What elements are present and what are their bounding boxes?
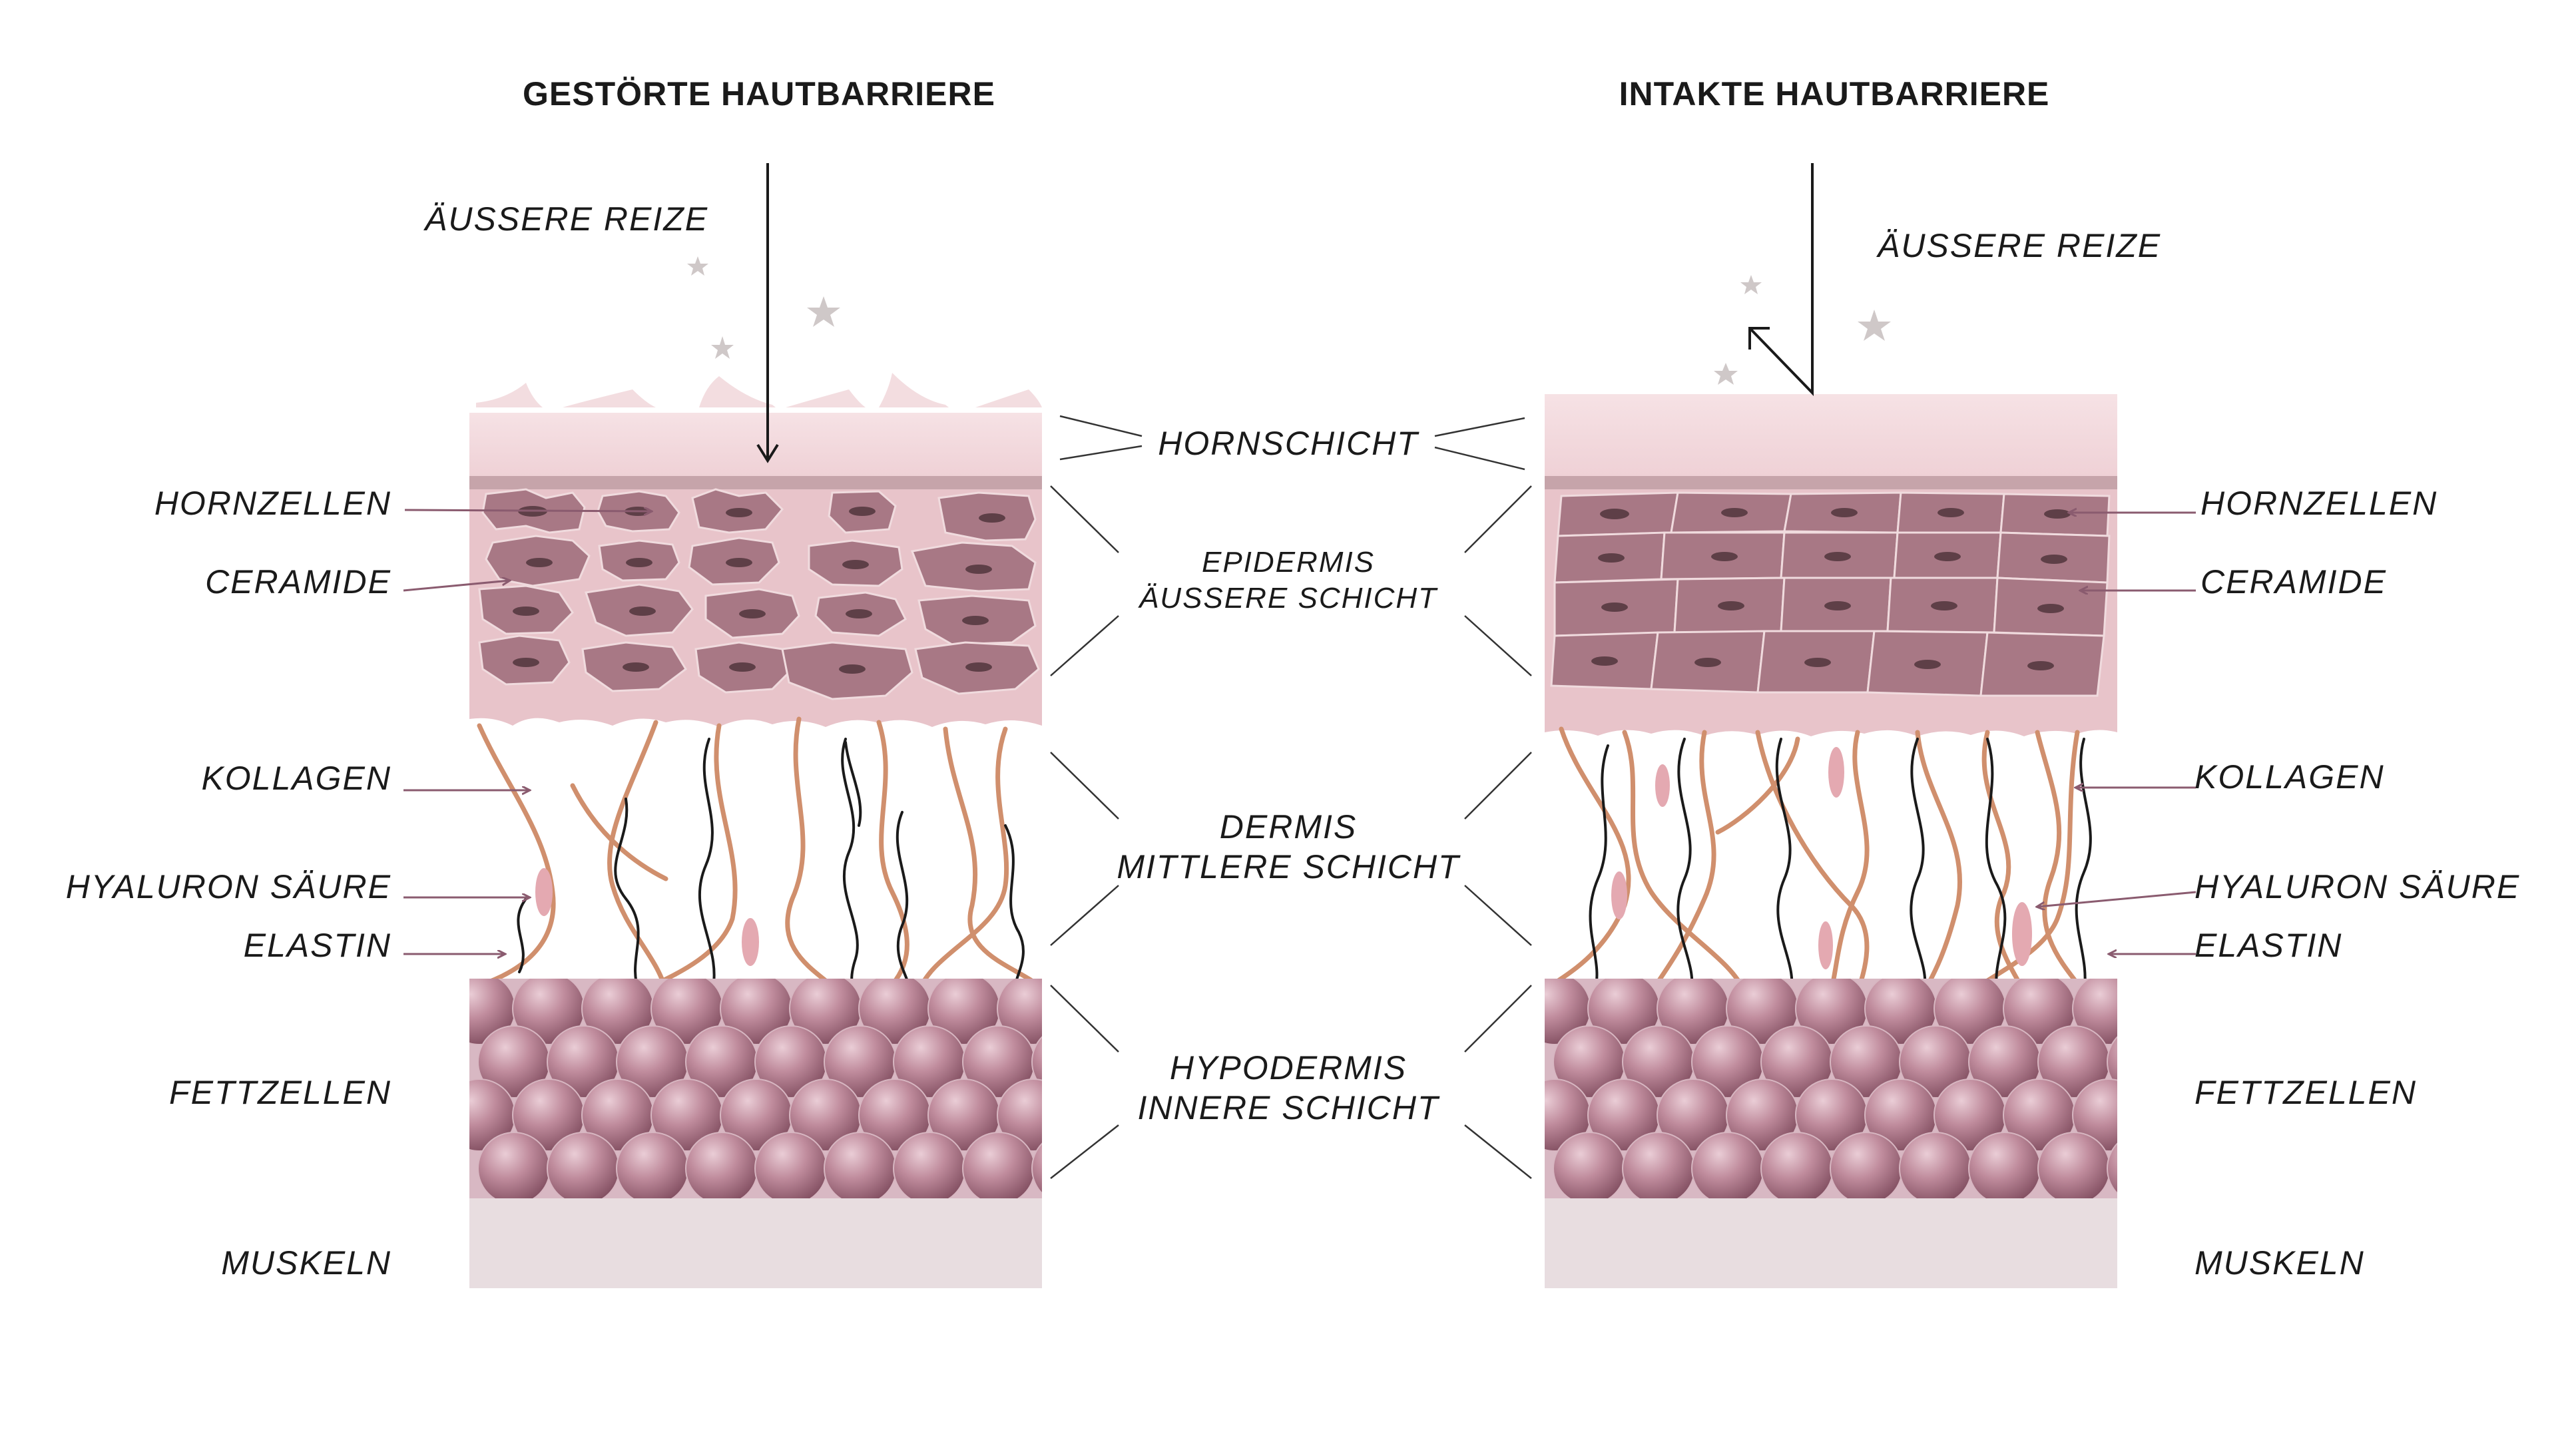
title-disturbed-barrier: GESTÖRTE HAUTBARRIERE <box>523 75 995 113</box>
fat-cell <box>1553 1132 1626 1198</box>
fat-cell <box>477 1132 551 1198</box>
label-hornschicht: HORNSCHICHT <box>1158 425 1419 462</box>
muscle-right <box>1545 1198 2117 1288</box>
stimulus-arrow-left <box>756 163 779 463</box>
fat-cell <box>1830 1132 1903 1198</box>
horn-layer-right <box>1545 394 2117 476</box>
collagen-fibers-left <box>477 716 1041 995</box>
fat-cell <box>2107 1036 2117 1088</box>
fat-cell <box>893 1132 966 1198</box>
label-kollagen-right: KOLLAGEN <box>2194 758 2385 796</box>
label-fettzellen-left: FETTZELLEN <box>169 1074 391 1111</box>
horn-cells-right <box>1550 491 2111 697</box>
fat-cell <box>1691 1132 1764 1198</box>
fat-cells-right <box>1545 979 2117 1198</box>
fat-cell <box>2107 1142 2117 1194</box>
fat-cell <box>1031 1142 1042 1194</box>
hyaluron-left <box>535 868 759 966</box>
title-intact-barrier: INTAKTE HAUTBARRIERE <box>1619 75 2050 113</box>
label-hyaluron-right: HYALURON SÄURE <box>2194 868 2521 905</box>
cell-nuclei-left <box>513 506 1005 674</box>
label-dermis-line1: DERMIS <box>1219 808 1358 845</box>
collagen-fibers-right <box>1549 726 2087 995</box>
label-fettzellen-right: FETTZELLEN <box>2194 1074 2417 1111</box>
fat-cell <box>616 1132 689 1198</box>
label-epidermis: EPIDERMIS ÄUSSERE SCHICHT <box>1139 545 1437 616</box>
intact-barrier-panel <box>1545 163 2117 1288</box>
stimulus-label-left: ÄUSSERE REIZE <box>425 200 709 238</box>
fat-cells-left <box>469 979 1042 1198</box>
stimulus-label-right: ÄUSSERE REIZE <box>1878 227 2162 264</box>
irritant-particles-right <box>1714 275 1891 385</box>
label-elastin-left: ELASTIN <box>243 927 391 964</box>
label-ceramide-right: CERAMIDE <box>2200 563 2387 600</box>
fat-cell <box>824 1132 897 1198</box>
fat-cell <box>547 1132 620 1198</box>
label-hyaluron-left: HYALURON SÄURE <box>65 868 391 905</box>
horn-layer-left <box>469 413 1042 476</box>
disturbed-barrier-panel <box>469 163 1042 1288</box>
label-hypodermis-line1: HYPODERMIS <box>1169 1049 1408 1086</box>
label-muskeln-right: MUSKELN <box>2194 1244 2365 1282</box>
hyaluron-right <box>1611 747 2032 969</box>
fat-cell <box>2072 1078 2117 1152</box>
fat-cell <box>997 1078 1042 1152</box>
label-muskeln-left: MUSKELN <box>221 1244 391 1282</box>
fat-cell <box>754 1132 828 1198</box>
layer-connector-lines <box>1050 415 1532 1179</box>
label-dermis-line2: MITTLERE SCHICHT <box>1117 848 1460 885</box>
label-hypodermis-line2: INNERE SCHICHT <box>1137 1089 1439 1126</box>
label-dermis: DERMIS MITTLERE SCHICHT <box>1117 807 1459 887</box>
cell-nuclei-right <box>1591 508 2071 670</box>
label-kollagen-left: KOLLAGEN <box>201 760 391 797</box>
fat-cell <box>1968 1132 2041 1198</box>
broken-horn-flakes <box>476 373 1042 407</box>
fat-cell <box>685 1132 758 1198</box>
label-ceramide-left: CERAMIDE <box>205 563 391 600</box>
fat-cell <box>962 1132 1035 1198</box>
stimulus-arrow-right <box>1748 163 1814 396</box>
label-hypodermis: HYPODERMIS INNERE SCHICHT <box>1137 1048 1439 1128</box>
muscle-left <box>469 1198 1042 1288</box>
irritant-particles-left <box>687 256 840 359</box>
fat-cell <box>1031 1036 1042 1088</box>
label-hornzellen-right: HORNZELLEN <box>2200 485 2438 522</box>
label-hornzellen-left: HORNZELLEN <box>154 485 391 522</box>
elastin-fibers-left <box>517 738 1025 993</box>
fat-cell <box>1899 1132 1972 1198</box>
elastin-fibers-right <box>1589 738 2092 993</box>
label-pointers <box>403 510 2196 954</box>
label-epidermis-line1: EPIDERMIS <box>1201 546 1376 579</box>
label-elastin-right: ELASTIN <box>2194 927 2343 964</box>
label-epidermis-line2: ÄUSSERE SCHICHT <box>1139 582 1438 614</box>
fat-cell <box>2037 1132 2111 1198</box>
fat-cell <box>1760 1132 1834 1198</box>
fat-cell <box>1622 1132 1695 1198</box>
